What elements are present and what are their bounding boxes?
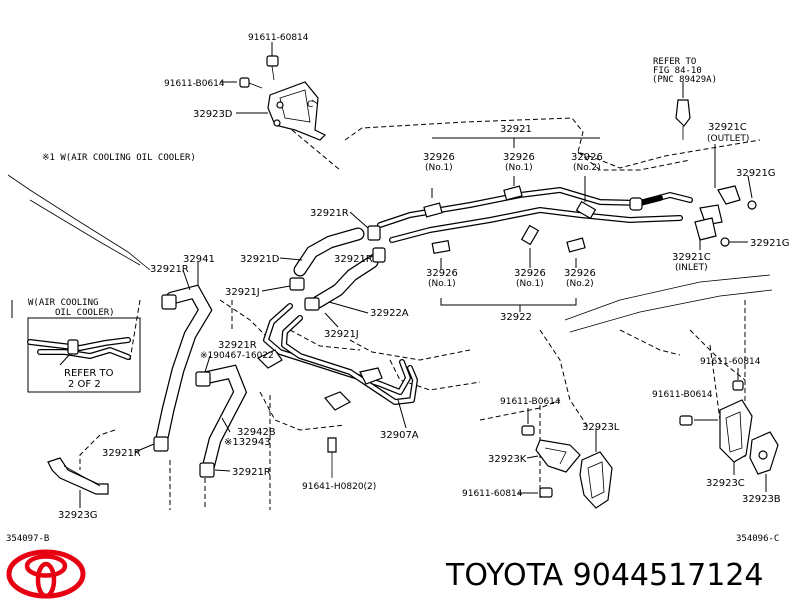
label-91611-b0614-r: 91611-B0614 [652,390,713,400]
label-91611-60814-r: 91611-60814 [700,357,761,367]
label-91641: 91641-H0820(2) [302,482,376,492]
label-91611-60814-top: 91611-60814 [248,33,309,43]
label-32926-e: 32926 [514,268,546,279]
bracket-32923b [749,431,779,492]
label-32923b: 32923B [742,494,781,505]
label-refer-fig-3: (PNC 89429A) [652,75,717,85]
pipe-assembly-32922 [431,224,586,312]
bracket-32923c [679,368,753,475]
label-ref-right: 354096-C [736,534,779,544]
label-32922a: 32922A [370,308,409,319]
label-32926-d: 32926 [426,268,458,279]
label-32943: ※132943 [224,437,271,448]
label-91611-b0614-top: 91611-B0614 [164,79,225,89]
pipe-assembly-32921 [377,99,757,247]
bracket-32923l [579,428,613,509]
label-32921g-a: 32921G [736,168,776,179]
leaders-32921 [431,82,753,250]
label-32921r-f: 32921R [232,467,271,478]
label-wair-2: OIL COOLER) [55,308,115,318]
label-32921c-bot: 32921C [672,252,711,263]
label-32921r-d: 32921R [218,340,257,351]
label-no1-d: (No.1) [428,279,456,289]
svg-text:C: C [307,100,313,110]
leaders-top [220,42,341,171]
label-32923g: 32923G [58,510,98,521]
label-refer-2: 2 OF 2 [68,379,101,390]
part-number-caption: TOYOTA 9044517124 [445,558,764,593]
label-32926-f: 32926 [564,268,596,279]
label-32921j-a: 32921J [225,287,260,298]
label-32907a: 32907A [380,430,419,441]
label-91611-60814-m: 91611-60814 [462,489,523,499]
label-refer-1: REFER TO [64,368,114,379]
label-32941: 32941 [183,254,215,265]
label-note-1: ※1 W(AIR COOLING OIL COOLER) [42,153,196,163]
label-no2-f: (No.2) [566,279,594,289]
frame-outlines [7,117,773,510]
bracket-32923k [518,408,581,498]
label-refer-fig-1: REFER TO [653,57,696,67]
bracket-32923d: C [239,55,327,141]
label-32923k: 32923K [488,454,527,465]
label-wair-1: W(AIR COOLING [28,298,98,308]
inset-box [11,300,141,393]
label-no1-a: (No.1) [425,163,453,173]
label-refer-fig-2: FIG 84-10 [653,66,702,76]
oil-cooler-pipe-32907a [256,303,418,478]
label-32921r-e: 32921R [102,448,141,459]
label-32921r-a: 32921R [310,208,349,219]
label-32921j-b: 32921J [324,329,359,340]
label-32923d: 32923D [193,109,233,120]
label-32942b: 32942B [237,427,276,438]
toyota-logo-icon [6,549,86,599]
label-32921r-b: 32921R [334,254,373,265]
label-32923c: 32923C [706,478,745,489]
label-no1-b: (No.1) [505,163,533,173]
label-32922: 32922 [500,312,532,323]
label-ref-left: 354097-B [6,534,49,544]
bracket-32923g [47,457,109,508]
label-inlet: (INLET) [675,263,708,273]
label-190467: ※190467-16022 [200,351,274,361]
label-32926-b: 32926 [503,152,535,163]
label-32921: 32921 [500,124,532,135]
label-no2-c: (No.2) [573,163,601,173]
label-no1-e: (No.1) [516,279,544,289]
hoses [153,225,386,478]
label-32923l: 32923L [582,422,620,433]
label-32921r-c: 32921R [150,264,189,275]
leaders-hoses [134,211,374,472]
label-91611-b0614-m: 91611-B0614 [500,397,561,407]
label-32926-a: 32926 [423,152,455,163]
label-32921g-b: 32921G [750,238,790,249]
label-32926-c: 32926 [571,152,603,163]
label-32921d: 32921D [240,254,280,265]
label-32921c-top: 32921C [708,122,747,133]
part-labels: 91611-60814 91611-B0614 32923D REFER TO … [6,33,790,544]
label-outlet: (OUTLET) [707,134,749,144]
